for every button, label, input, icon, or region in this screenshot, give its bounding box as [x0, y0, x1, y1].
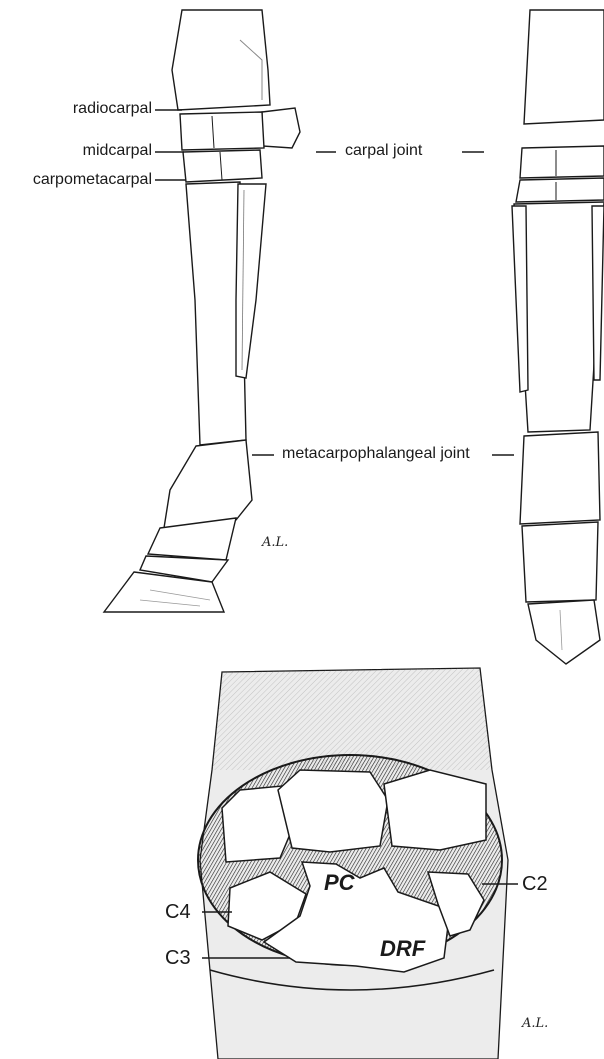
- c2-label: C2: [522, 873, 548, 896]
- c4-label: C4: [165, 901, 191, 924]
- proximal-bone-right: [384, 770, 486, 850]
- splint-bone: [236, 184, 266, 378]
- carpus-section-drawing: [198, 668, 508, 1059]
- right-limb-drawing: [512, 10, 604, 664]
- proximal-bone-middle: [278, 770, 388, 852]
- splint-bone-front: [512, 206, 528, 392]
- carpometacarpal-label: carpometacarpal: [2, 171, 152, 189]
- proximal-phalanx: [164, 440, 252, 528]
- splint-bone-front-right: [592, 206, 604, 380]
- metacarpophalangeal-joint-label: metacarpophalangeal joint: [282, 445, 470, 463]
- proximal-carpal-row: [180, 112, 264, 150]
- c3-label: C3: [165, 947, 191, 970]
- radius-bone: [172, 10, 270, 110]
- carpal-joint-label: carpal joint: [345, 142, 422, 160]
- radius-bone-front: [524, 10, 604, 124]
- top-artist-signature: A.L.: [262, 535, 288, 550]
- middle-phalanx: [148, 518, 236, 560]
- pc-label: PC: [324, 870, 355, 896]
- bottom-artist-signature: A.L.: [522, 1016, 548, 1031]
- radiocarpal-label: radiocarpal: [36, 100, 152, 118]
- midcarpal-label: midcarpal: [36, 142, 152, 160]
- drf-label: DRF: [380, 936, 425, 962]
- accessory-carpal-bone: [262, 108, 300, 148]
- distal-carpal-row: [183, 150, 262, 182]
- midcarpal-row-front: [520, 146, 604, 178]
- middle-phalanx-front: [522, 522, 598, 602]
- distal-carpal-row-front: [516, 178, 604, 202]
- proximal-phalanx-front: [520, 432, 600, 524]
- hoof-front: [528, 600, 600, 664]
